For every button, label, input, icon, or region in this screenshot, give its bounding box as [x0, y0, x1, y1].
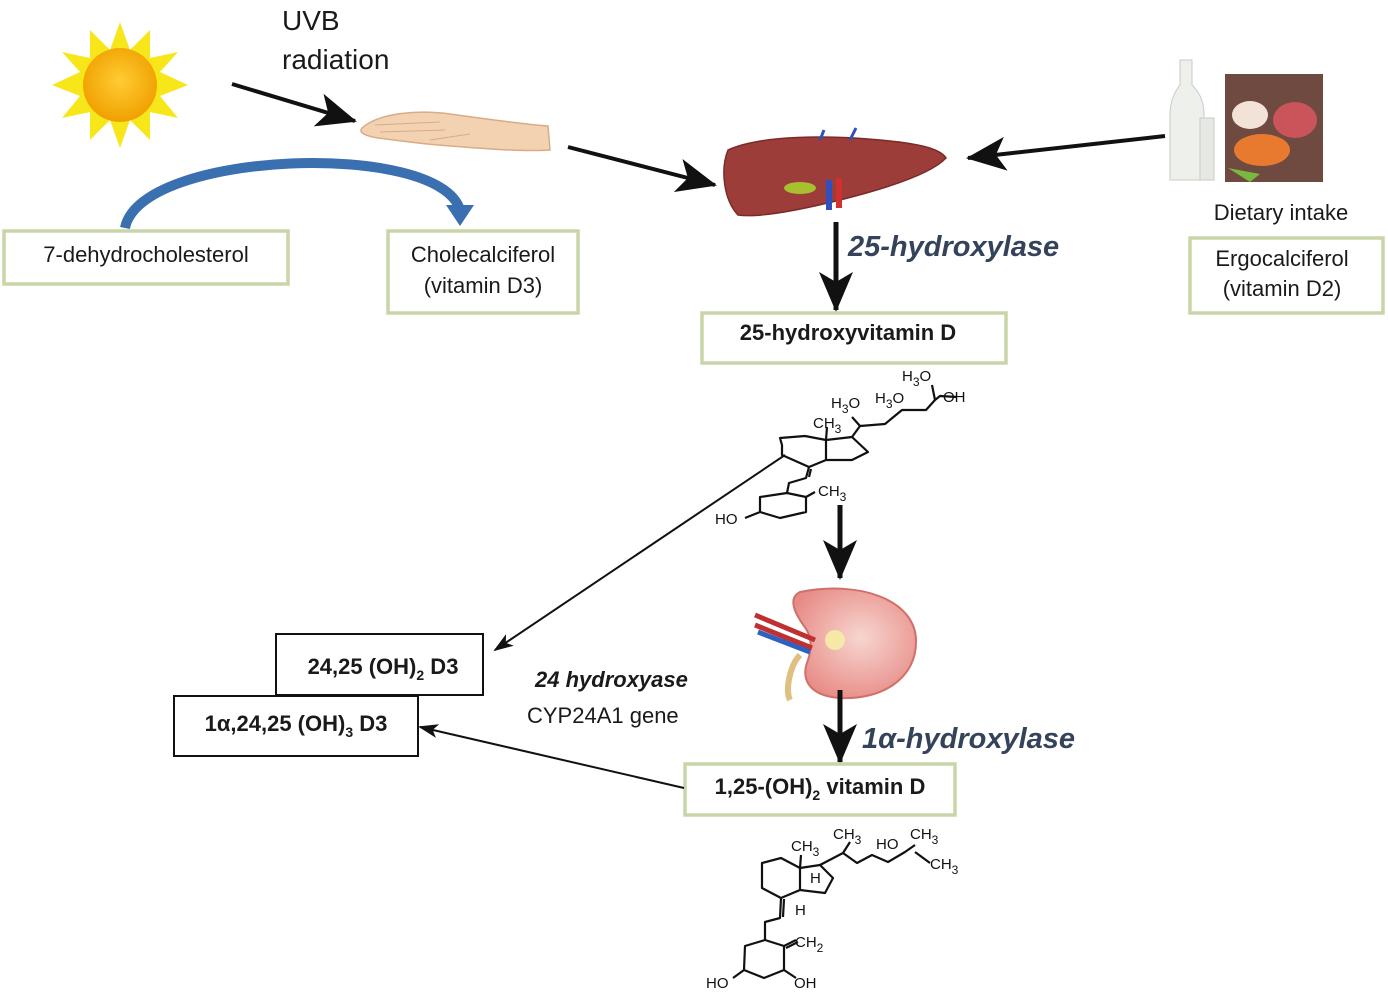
svg-text:H3O: H3O	[902, 368, 931, 389]
ergocalciferol-label-line1: Ergocalciferol	[1215, 246, 1348, 271]
d1-24-25-box	[173, 695, 419, 757]
ergocalciferol-label-line2: (vitamin D2)	[1223, 276, 1342, 301]
liver-icon	[723, 127, 947, 217]
svg-text:CH3: CH3	[910, 826, 939, 847]
enzyme-24-hydroxylase: 24 hydroxyase	[534, 667, 688, 692]
milk-bottle-icon	[1169, 59, 1215, 181]
svg-text:OH: OH	[794, 975, 817, 992]
svg-text:CH2: CH2	[795, 934, 824, 955]
d1-24-25-label: 1α,24,25 (OH)3 D3	[205, 711, 388, 740]
calcitriol-label: 1,25-(OH)2 vitamin D	[715, 774, 926, 803]
svg-text:OH: OH	[943, 389, 966, 406]
sun-icon	[52, 22, 188, 148]
uvb-label-line2: radiation	[282, 44, 389, 75]
dehydrocholesterol-box	[2, 229, 290, 286]
svg-text:CH3: CH3	[818, 483, 847, 504]
food-plate-icon	[1225, 74, 1323, 182]
arrow-sun-to-skin	[231, 82, 357, 127]
arrow-calcitriol-to-trihydroxy	[418, 724, 685, 789]
svg-text:H: H	[795, 902, 806, 919]
arrow-skin-to-liver	[567, 145, 717, 192]
calcidiol-structure: CH3 H3O H3O H3O OH CH3 HO	[715, 368, 966, 528]
cholecalciferol-label-line1: Cholecalciferol	[411, 242, 555, 267]
ergocalciferol-box	[1188, 236, 1385, 315]
uvb-label-line1: UVB	[282, 5, 340, 36]
kidney-icon	[754, 587, 918, 702]
svg-text:H3O: H3O	[875, 390, 904, 411]
calcitriol-structure: CH3 CH3 HO CH3 CH3 H H CH2 HO OH	[706, 826, 959, 992]
calcidiol-box	[700, 311, 1008, 365]
calcidiol-label: 25-hydroxyvitamin D	[740, 320, 956, 345]
svg-text:HO: HO	[876, 836, 899, 853]
svg-text:CH3: CH3	[791, 838, 820, 859]
enzyme-1alpha-hydroxylase: 1α-hydroxylase	[862, 723, 1075, 755]
svg-text:HO: HO	[706, 975, 729, 992]
svg-text:HO: HO	[715, 511, 738, 528]
svg-text:CH3: CH3	[833, 826, 862, 847]
curved-conversion-arrow	[120, 158, 474, 230]
svg-text:H3O: H3O	[831, 395, 860, 416]
cholecalciferol-label-line2: (vitamin D3)	[424, 273, 543, 298]
dietary-intake-label: Dietary intake	[1214, 200, 1349, 225]
cyp24a1-gene-label: CYP24A1 gene	[527, 703, 679, 728]
d24-25-label: 24,25 (OH)2 D3	[308, 654, 459, 683]
arrow-diet-to-liver	[966, 134, 1166, 171]
calcitriol-box	[683, 762, 957, 817]
enzyme-25-hydroxylase: 25-hydroxylase	[847, 231, 1059, 263]
svg-text:CH3: CH3	[930, 856, 959, 877]
svg-text:H: H	[810, 870, 821, 887]
hand-skin-icon	[360, 111, 551, 152]
arrow-calcidiol-to-24-25	[493, 454, 786, 652]
cholecalciferol-box	[386, 229, 580, 315]
d24-25-box	[275, 633, 484, 696]
svg-text:CH3: CH3	[813, 415, 842, 436]
dehydrocholesterol-label: 7-dehydrocholesterol	[43, 242, 248, 267]
